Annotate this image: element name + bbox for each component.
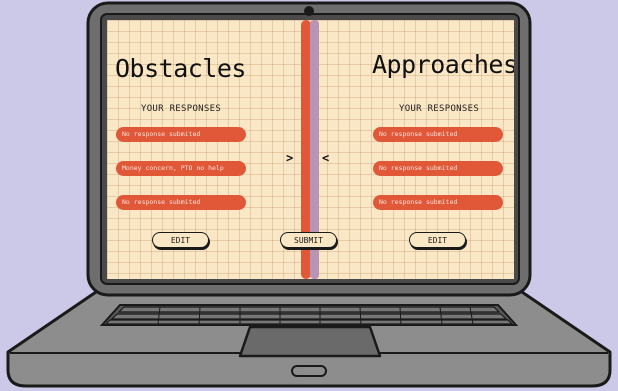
obstacles-responses-heading: YOUR RESPONSES bbox=[141, 104, 222, 114]
trackpad bbox=[238, 325, 382, 358]
screen: Obstacles YOUR RESPONSES No response sub… bbox=[107, 20, 514, 279]
approaches-response-3[interactable]: No response submited bbox=[373, 195, 503, 210]
approaches-title: Approaches bbox=[372, 50, 514, 79]
move-right-arrow-button[interactable]: > bbox=[286, 151, 294, 165]
approaches-response-2[interactable]: No response submited bbox=[373, 161, 503, 176]
center-divider-red bbox=[301, 20, 311, 279]
move-left-arrow-button[interactable]: < bbox=[322, 151, 330, 165]
obstacles-response-1[interactable]: No response submited bbox=[116, 127, 246, 142]
center-divider-purple bbox=[310, 20, 319, 279]
approaches-responses-heading: YOUR RESPONSES bbox=[399, 104, 480, 114]
obstacles-edit-button[interactable]: EDIT bbox=[152, 232, 209, 248]
obstacles-response-2[interactable]: Money concern, PTO no help bbox=[116, 161, 246, 176]
obstacles-response-3[interactable]: No response submited bbox=[116, 195, 246, 210]
obstacles-title: Obstacles bbox=[115, 54, 246, 83]
webcam-icon bbox=[304, 6, 314, 16]
approaches-edit-button[interactable]: EDIT bbox=[409, 232, 466, 248]
submit-button[interactable]: SUBMIT bbox=[280, 232, 337, 248]
approaches-response-1[interactable]: No response submited bbox=[373, 127, 503, 142]
